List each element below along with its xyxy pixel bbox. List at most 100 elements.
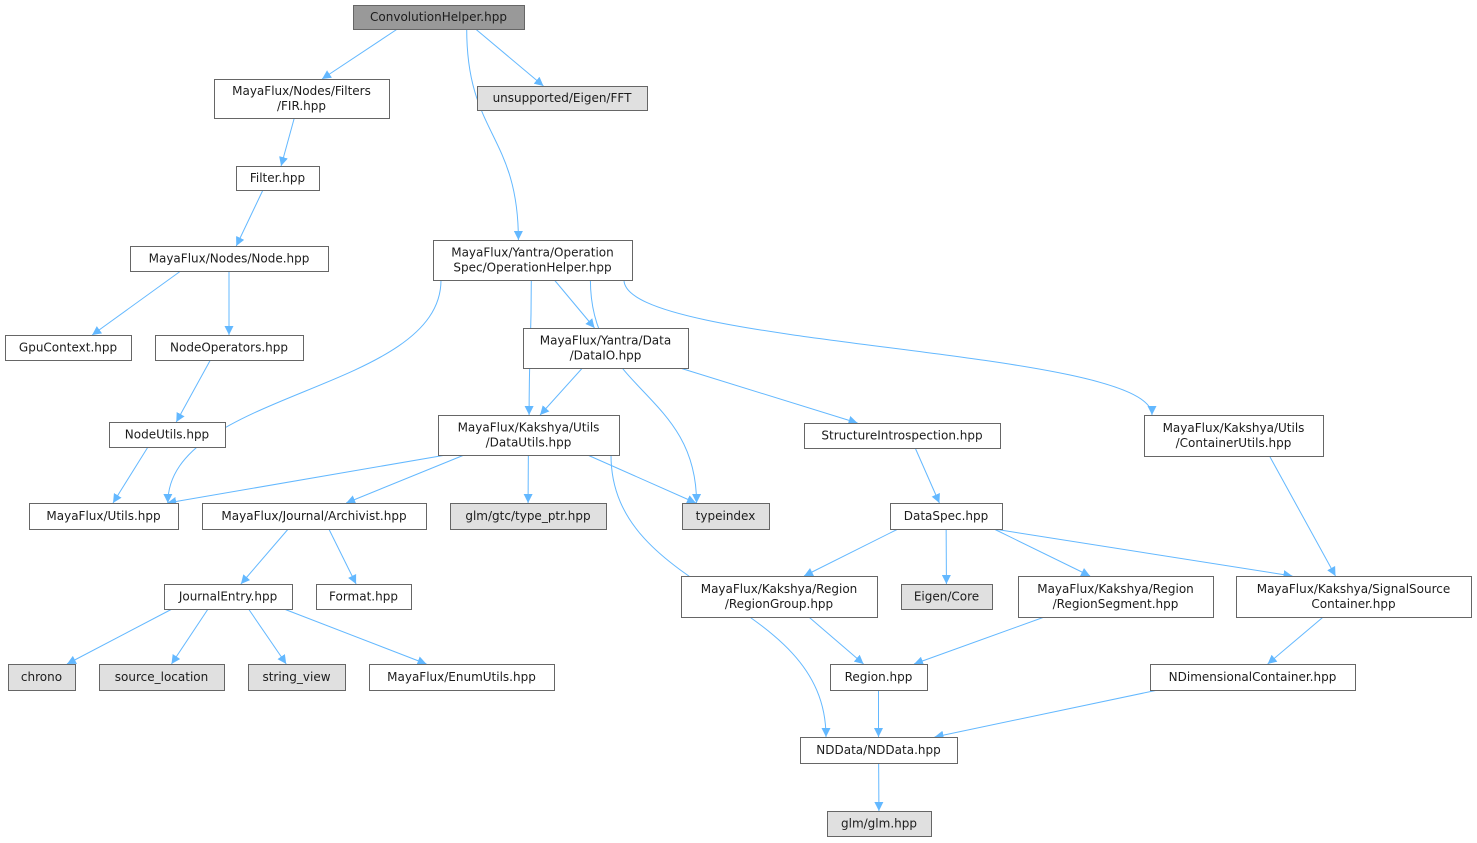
node-label: MayaFlux/Kakshya/Utils: [1163, 421, 1305, 435]
dependency-edge: [993, 528, 1293, 580]
node-box: [800, 737, 958, 764]
graph-node[interactable]: Format.hpp: [316, 584, 412, 610]
graph-node[interactable]: Eigen/Core: [901, 584, 993, 610]
graph-node[interactable]: ConvolutionHelper.hpp: [353, 5, 525, 30]
node-box: [1144, 415, 1324, 457]
node-label: /RegionGroup.hpp: [725, 597, 833, 611]
dependency-edge: [679, 367, 858, 425]
node-label: MayaFlux/Yantra/Operation: [451, 246, 614, 260]
dependency-edge: [554, 279, 595, 329]
node-box: [214, 79, 390, 119]
dependency-edge: [279, 117, 295, 167]
node-box: [433, 240, 633, 281]
dependency-edge: [913, 616, 1045, 666]
dependency-edge: [175, 359, 211, 423]
edges: [66, 28, 1336, 812]
node-label: GpuContext.hpp: [19, 341, 117, 355]
graph-node[interactable]: typeindex: [682, 503, 770, 530]
node-label: MayaFlux/Kakshya/SignalSource: [1257, 582, 1451, 596]
graph-node[interactable]: string_view: [248, 664, 346, 691]
graph-node[interactable]: MayaFlux/Kakshya/Region/RegionGroup.hpp: [681, 576, 878, 618]
graph-node[interactable]: MayaFlux/Journal/Archivist.hpp: [202, 503, 427, 530]
graph-node[interactable]: Filter.hpp: [236, 166, 320, 191]
node-label: NDimensionalContainer.hpp: [1169, 670, 1337, 684]
graph-node[interactable]: MayaFlux/Nodes/Filters/FIR.hpp: [214, 79, 390, 119]
graph-node[interactable]: GpuContext.hpp: [5, 335, 132, 361]
node-box: [827, 811, 932, 837]
node-box: [477, 86, 648, 111]
node-label: JournalEntry.hpp: [178, 590, 277, 604]
graph-node[interactable]: unsupported/Eigen/FFT: [477, 86, 648, 111]
node-label: /ContainerUtils.hpp: [1176, 436, 1292, 450]
dependency-edge: [914, 447, 940, 504]
node-label: DataSpec.hpp: [904, 509, 989, 523]
node-box: [202, 503, 427, 530]
graph-node[interactable]: NDimensionalContainer.hpp: [1150, 664, 1356, 691]
node-label: source_location: [115, 670, 208, 684]
node-box: [164, 584, 293, 610]
dependency-edge: [475, 28, 544, 87]
node-label: MayaFlux/Kakshya/Region: [701, 582, 858, 596]
graph-node[interactable]: MayaFlux/Kakshya/Utils/ContainerUtils.hp…: [1144, 415, 1324, 457]
node-box: [353, 5, 525, 30]
graph-node[interactable]: glm/glm.hpp: [827, 811, 932, 837]
graph-node[interactable]: MayaFlux/Yantra/OperationSpec/OperationH…: [433, 240, 633, 281]
graph-node[interactable]: MayaFlux/Kakshya/Utils/DataUtils.hpp: [438, 415, 620, 456]
dependency-edge: [466, 28, 523, 241]
graph-node[interactable]: glm/gtc/type_ptr.hpp: [450, 503, 607, 530]
node-box: [901, 584, 993, 610]
node-label: Spec/OperationHelper.hpp: [453, 261, 611, 275]
node-label: glm/gtc/type_ptr.hpp: [465, 509, 590, 523]
node-label: /DataUtils.hpp: [486, 436, 572, 450]
graph-node[interactable]: Region.hpp: [830, 664, 928, 691]
node-box: [804, 423, 1001, 449]
node-label: MayaFlux/Nodes/Filters: [232, 84, 371, 98]
node-box: [450, 503, 607, 530]
dependency-edge: [91, 270, 181, 336]
graph-node[interactable]: NodeUtils.hpp: [109, 422, 226, 448]
node-label: typeindex: [696, 509, 756, 523]
graph-node[interactable]: StructureIntrospection.hpp: [804, 423, 1001, 449]
graph-node[interactable]: NodeOperators.hpp: [155, 335, 304, 361]
graph-node[interactable]: MayaFlux/Nodes/Node.hpp: [130, 246, 329, 272]
node-box: [681, 576, 878, 618]
node-box: [99, 664, 225, 691]
dependency-edge: [248, 608, 287, 665]
node-box: [369, 664, 555, 691]
dependency-edge: [539, 367, 583, 416]
node-box: [890, 503, 1003, 530]
node-box: [830, 664, 928, 691]
graph-node[interactable]: MayaFlux/EnumUtils.hpp: [369, 664, 555, 691]
node-label: Region.hpp: [845, 670, 913, 684]
graph-node[interactable]: chrono: [8, 664, 76, 691]
node-box: [438, 415, 620, 456]
node-label: MayaFlux/EnumUtils.hpp: [387, 670, 536, 684]
graph-node[interactable]: MayaFlux/Kakshya/Region/RegionSegment.hp…: [1018, 576, 1214, 618]
dependency-edge: [1269, 455, 1336, 577]
dependency-edge: [112, 446, 149, 504]
node-label: MayaFlux/Yantra/Data: [540, 334, 671, 348]
graph-node[interactable]: JournalEntry.hpp: [164, 584, 293, 610]
dependency-edge: [240, 528, 289, 585]
dependency-edge: [321, 28, 398, 80]
node-box: [248, 664, 346, 691]
node-box: [8, 664, 76, 691]
node-label: NDData/NDData.hpp: [816, 743, 940, 757]
graph-node[interactable]: DataSpec.hpp: [890, 503, 1003, 530]
graph-node[interactable]: MayaFlux/Kakshya/SignalSourceContainer.h…: [1236, 576, 1472, 618]
node-label: NodeOperators.hpp: [170, 341, 288, 355]
node-label: MayaFlux/Journal/Archivist.hpp: [221, 509, 406, 523]
node-label: MayaFlux/Kakshya/Region: [1037, 582, 1194, 596]
node-label: Format.hpp: [329, 590, 398, 604]
node-label: /FIR.hpp: [277, 99, 326, 113]
node-label: unsupported/Eigen/FFT: [493, 91, 632, 105]
graph-node[interactable]: source_location: [99, 664, 225, 691]
node-label: MayaFlux/Kakshya/Utils: [458, 421, 600, 435]
graph-node[interactable]: MayaFlux/Utils.hpp: [29, 503, 179, 530]
graph-node[interactable]: NDData/NDData.hpp: [800, 737, 958, 764]
node-label: Filter.hpp: [250, 171, 305, 185]
graph-node[interactable]: MayaFlux/Yantra/Data/DataIO.hpp: [523, 328, 689, 369]
node-box: [316, 584, 412, 610]
node-box: [5, 335, 132, 361]
node-box: [130, 246, 329, 272]
